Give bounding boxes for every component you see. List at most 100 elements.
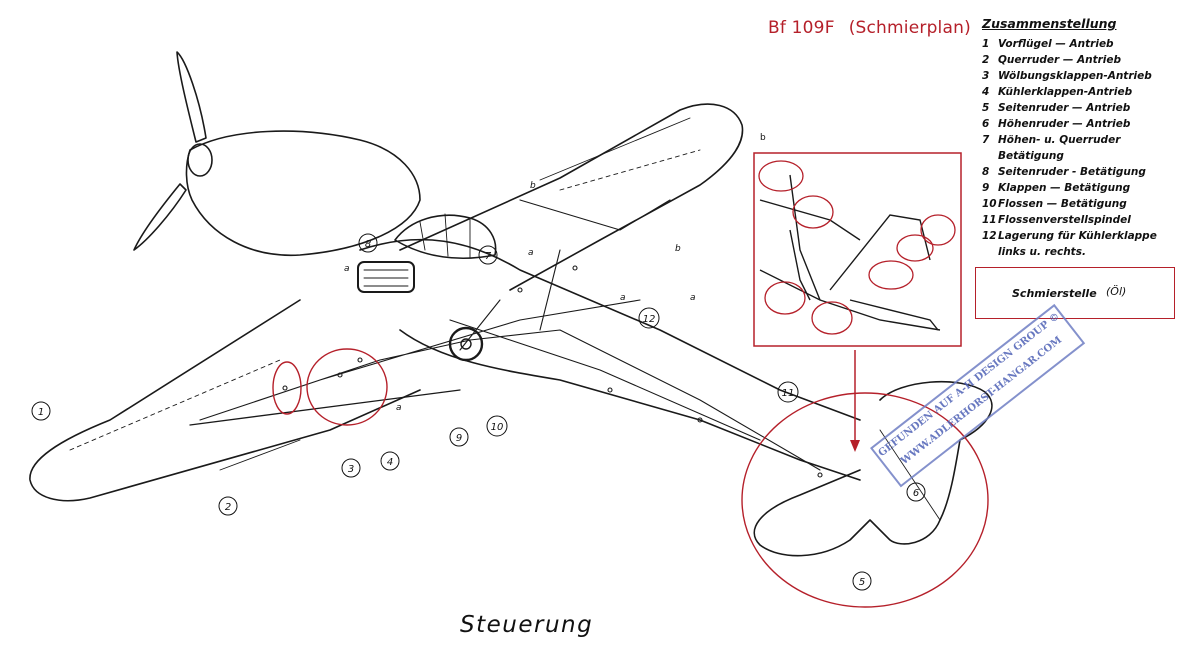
letter-a-3: a xyxy=(396,403,402,413)
letter-b-1: b xyxy=(675,244,681,254)
callout-9: 9 xyxy=(449,427,469,447)
lubrication-legend-box xyxy=(975,267,1175,319)
canopy xyxy=(394,214,497,260)
legend-item-number: 5 xyxy=(982,102,990,114)
legend-item: 4 Kühlerklappen-Antrieb xyxy=(978,84,1198,100)
legend-item-number: 10 xyxy=(982,198,997,210)
callout-10-text: 10 xyxy=(491,422,504,433)
letter-b-2: b xyxy=(530,181,536,191)
legend-item: 9 Klappen — Betätigung xyxy=(978,180,1198,196)
callout-12: 12 xyxy=(638,307,660,329)
detail-arrow xyxy=(850,350,860,452)
propeller-blade-upper xyxy=(176,51,207,143)
legend-item-number: 1 xyxy=(982,38,990,50)
legend-item-number xyxy=(982,244,998,260)
legend-item-text: Wölbungsklappen-Antrieb xyxy=(998,70,1152,82)
inset-letter-b: b xyxy=(760,133,766,143)
callout-7: 7 xyxy=(478,245,498,265)
engine-cowling xyxy=(185,130,421,257)
callout-8: 8 xyxy=(358,233,378,253)
callout-9-text: 9 xyxy=(456,433,462,444)
legend-item-number: 3 xyxy=(982,70,990,82)
legend-item-text: links u. rechts. xyxy=(998,246,1086,258)
callout-1: 1 xyxy=(31,401,51,421)
diagram-subtitle: (Schmierplan) xyxy=(848,18,971,38)
callout-6-text: 6 xyxy=(913,488,919,499)
legend-item-text: Höhenruder — Antrieb xyxy=(998,118,1131,130)
callout-5-text: 5 xyxy=(859,577,865,588)
legend-item: 5 Seitenruder — Antrieb xyxy=(978,100,1198,116)
detail-lubrication-rings xyxy=(758,160,956,335)
legend-item: 1 Vorflügel — Antrieb xyxy=(978,36,1198,52)
legend-item-text: Klappen — Betätigung xyxy=(998,182,1131,194)
tail-wheel xyxy=(448,326,484,362)
section-title: Steuerung xyxy=(460,612,594,638)
callout-2-text: 2 xyxy=(225,502,231,513)
legend-item-text: Höhen- u. Querruder xyxy=(998,134,1121,146)
callout-1-text: 1 xyxy=(38,407,44,418)
callout-6: 6 xyxy=(906,482,926,502)
lubrication-label: Schmierstelle xyxy=(1012,287,1097,300)
legend-item-number: 4 xyxy=(982,86,990,98)
legend-item-number xyxy=(982,148,998,164)
main-lubrication-rings xyxy=(272,348,989,608)
legend-item-number: 2 xyxy=(982,54,990,66)
letter-a-4: a xyxy=(528,248,534,258)
legend-item: Betätigung xyxy=(978,148,1198,164)
tail-fin xyxy=(753,380,993,557)
legend-item-text: Vorflügel — Antrieb xyxy=(998,38,1114,50)
legend-item-text: Kühlerklappen-Antrieb xyxy=(998,86,1133,98)
control-rods xyxy=(199,199,821,471)
legend-item-text: Seitenruder — Antrieb xyxy=(998,102,1131,114)
callout-2: 2 xyxy=(218,496,238,516)
legend-item-text: Seitenruder - Betätigung xyxy=(998,166,1146,178)
callout-3-text: 3 xyxy=(348,464,354,475)
callout-10: 10 xyxy=(486,415,508,437)
detail-inset-frame xyxy=(753,152,962,347)
legend-item: links u. rechts. xyxy=(978,244,1198,260)
legend-item: 7 Höhen- u. Querruder xyxy=(978,132,1198,148)
lubrication-unit: (Öl) xyxy=(1106,285,1127,298)
letter-a-1: a xyxy=(344,264,350,274)
callout-8-text: 8 xyxy=(365,239,371,250)
letter-a-2: a xyxy=(620,293,626,303)
callout-3: 3 xyxy=(341,458,361,478)
letter-a-5: a xyxy=(690,293,696,303)
right-wing xyxy=(399,103,744,291)
legend-item-number: 8 xyxy=(982,166,990,178)
callout-7-text: 7 xyxy=(485,251,492,262)
letter-markers: a a a a b b a xyxy=(344,181,696,413)
legend-item-number: 11 xyxy=(982,214,997,226)
fuselage xyxy=(359,238,861,481)
callout-11: 11 xyxy=(777,381,799,403)
legend-item: 6 Höhenruder — Antrieb xyxy=(978,116,1198,132)
aircraft-model: Bf 109F xyxy=(768,18,835,38)
legend-item-number: 12 xyxy=(982,230,997,242)
callout-5: 5 xyxy=(852,571,872,591)
callout-11-text: 11 xyxy=(782,388,795,399)
propeller-blade-lower xyxy=(133,183,187,251)
callout-group: 1 2 3 4 5 6 7 8 9 10 11 12 xyxy=(31,233,926,591)
legend-item: 8 Seitenruder - Betätigung xyxy=(978,164,1198,180)
callout-12-text: 12 xyxy=(643,314,656,325)
legend-item-number: 7 xyxy=(982,134,990,146)
legend-item-text: Betätigung xyxy=(998,150,1064,162)
legend-item: 3 Wölbungsklappen-Antrieb xyxy=(978,68,1198,84)
legend-title: Zusammenstellung xyxy=(982,16,1117,31)
legend-item-text: Flossen — Betätigung xyxy=(998,198,1127,210)
legend-item-number: 9 xyxy=(982,182,990,194)
callout-4: 4 xyxy=(380,451,400,471)
legend-item-text: Flossenverstellspindel xyxy=(998,214,1131,226)
radiator-block xyxy=(357,261,415,293)
legend-item-number: 6 xyxy=(982,118,990,130)
diagram-title: Bf 109F (Schmierplan) xyxy=(768,18,971,38)
legend-item-text: Lagerung für Kühlerklappe xyxy=(998,230,1157,242)
callout-4-text: 4 xyxy=(387,457,393,468)
